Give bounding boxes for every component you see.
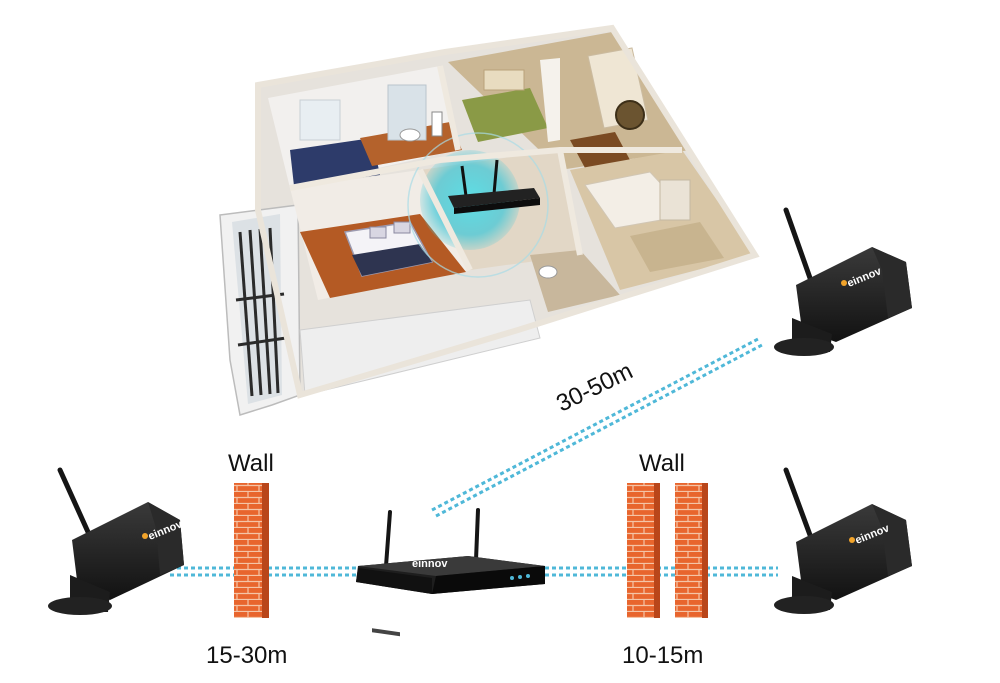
room-kitchen xyxy=(570,150,755,290)
signal-diagonal xyxy=(431,336,765,518)
nvr-recorder-icon: einnov xyxy=(356,508,545,637)
wireless-camera-icon: einnov xyxy=(774,467,912,614)
distance-label-right: 10-15m xyxy=(622,642,704,669)
signal-right xyxy=(545,566,778,577)
wireless-camera-icon: einnov xyxy=(48,467,185,615)
wall-label-right: Wall xyxy=(639,450,685,477)
wireless-camera-icon: einnov xyxy=(774,207,912,356)
brick-wall-icon xyxy=(234,483,269,618)
brick-wall-icon xyxy=(675,483,708,618)
brand-logo: einnov xyxy=(412,558,448,570)
room-hallway xyxy=(407,132,580,278)
room-small-bath xyxy=(530,250,620,312)
wall-label-left: Wall xyxy=(228,450,274,477)
distance-label-left: 15-30m xyxy=(206,642,288,669)
house-floorplan xyxy=(219,24,760,416)
signal-lines xyxy=(170,336,778,577)
nvr-recorder-icon xyxy=(448,159,540,214)
balcony xyxy=(219,204,541,416)
brick-wall-icon xyxy=(627,483,660,618)
room-living xyxy=(448,32,690,170)
